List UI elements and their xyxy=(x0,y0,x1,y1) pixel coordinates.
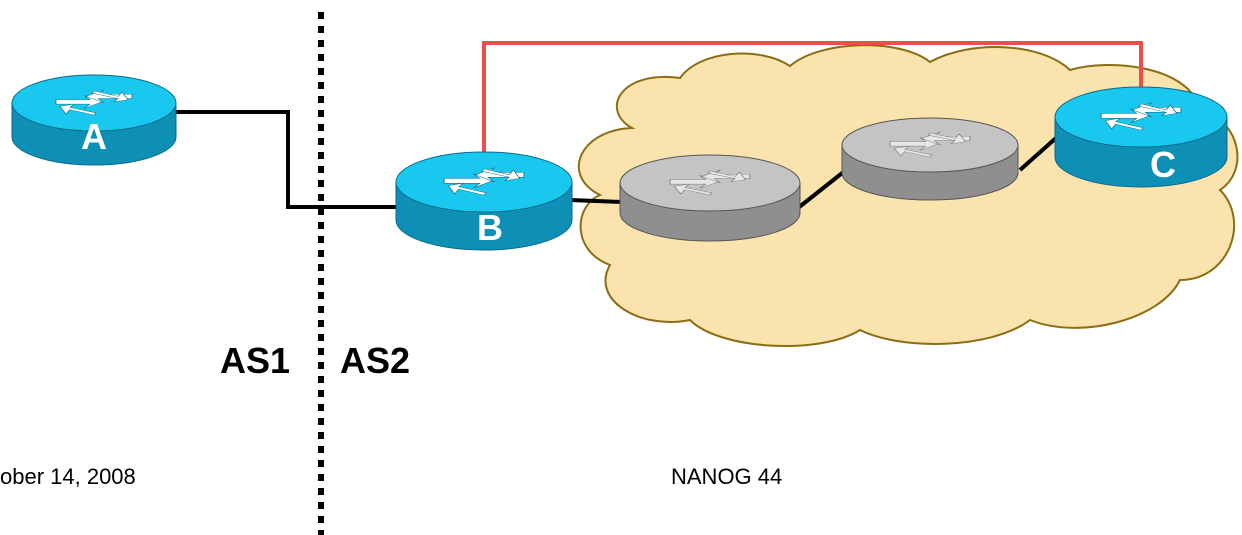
link-b-to-internal-1 xyxy=(569,198,623,204)
link-b-to-c-red xyxy=(482,41,1143,160)
router-c-label: C xyxy=(1150,144,1176,185)
router-a-label: A xyxy=(81,116,107,157)
footer-event: NANOG 44 xyxy=(671,464,782,489)
router-c: C xyxy=(1054,86,1228,188)
as1-label: AS1 xyxy=(220,340,290,381)
router-b-label: B xyxy=(477,207,503,248)
footer-date: ober 14, 2008 xyxy=(0,464,136,489)
router-internal-2 xyxy=(841,117,1019,201)
link-a-to-b xyxy=(176,110,400,209)
link-internal-1-to-internal-2 xyxy=(796,168,848,210)
as2-label: AS2 xyxy=(340,340,410,381)
router-internal-1 xyxy=(619,154,801,242)
router-a: A xyxy=(11,74,177,166)
link-internal-2-to-c xyxy=(1018,136,1058,172)
router-b: B xyxy=(395,151,573,251)
